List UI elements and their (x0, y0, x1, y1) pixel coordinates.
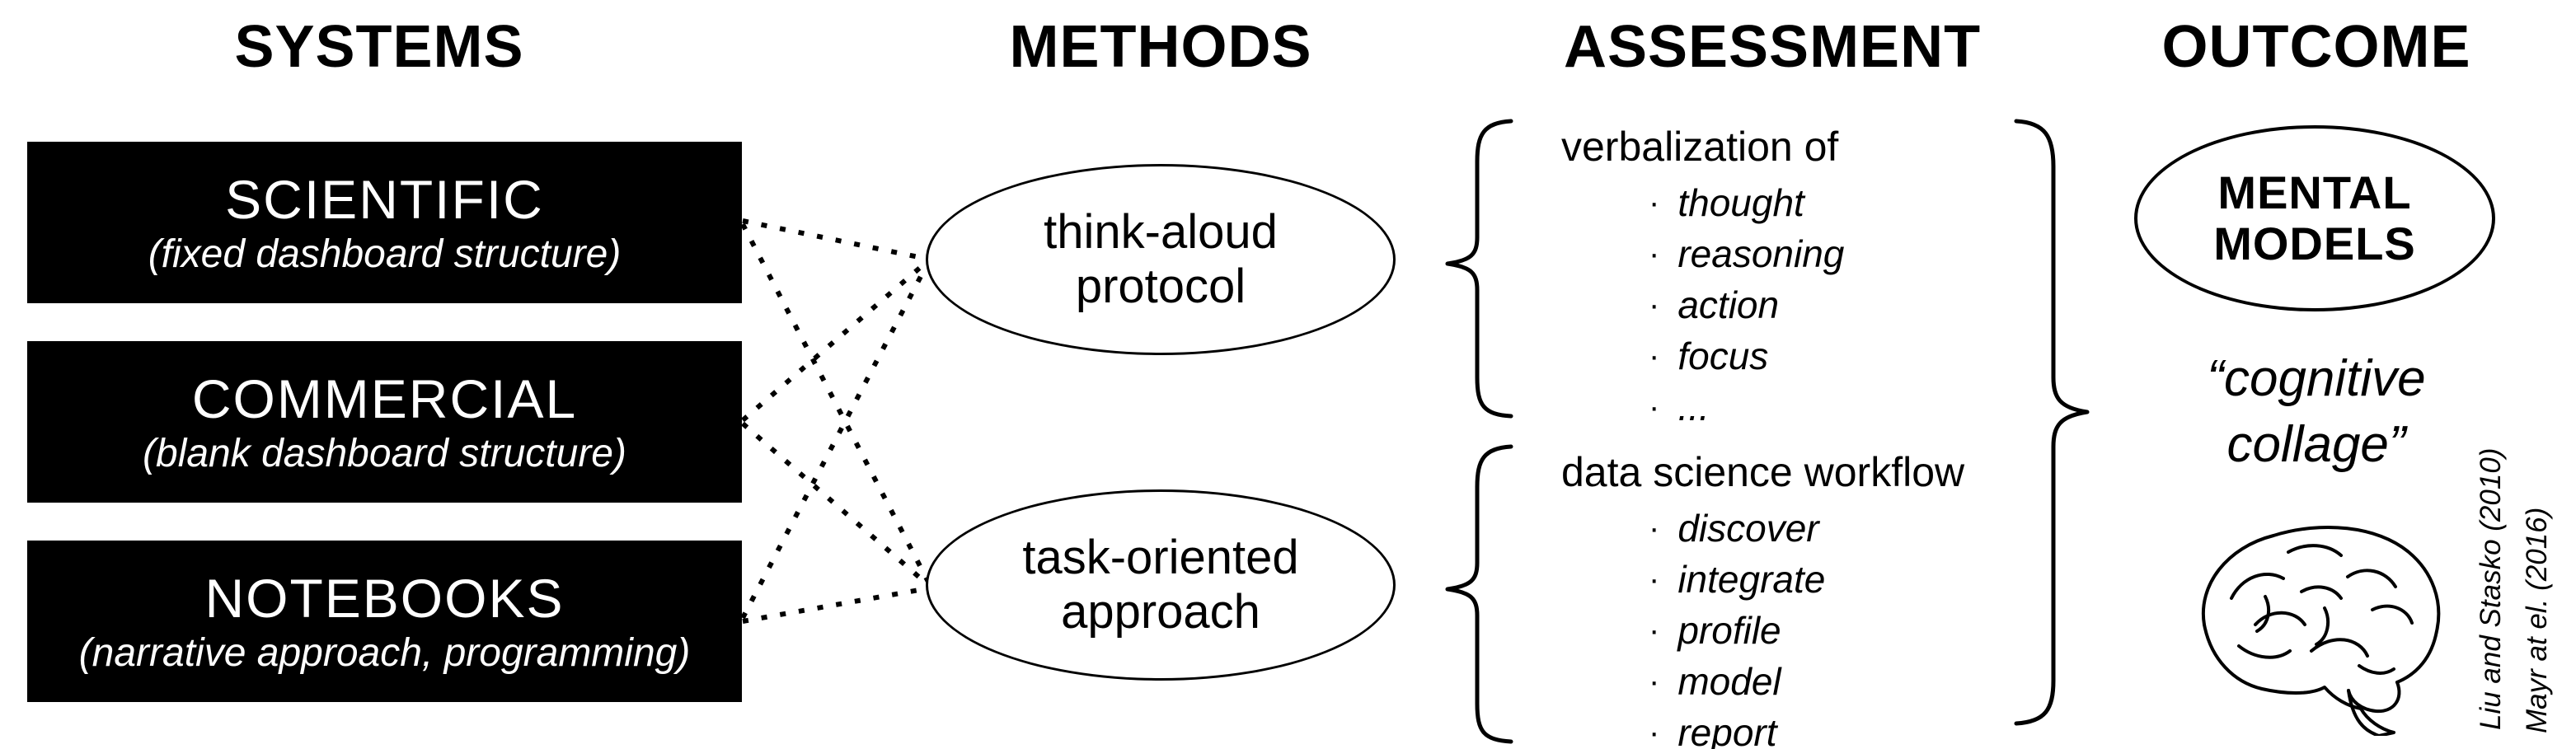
system-box-title: COMMERCIAL (191, 368, 578, 429)
bullet-dot: · (1649, 286, 1660, 323)
method-label: think-aloud (1044, 205, 1278, 259)
method-label: protocol (1075, 260, 1246, 313)
bullet-dot: · (1649, 611, 1660, 648)
citation-mayr: Mayr at el. (2016) (2521, 507, 2553, 733)
list-item: · report (1649, 707, 1825, 749)
citation-liu-stasko: Liu and Stasko (2010) (2475, 447, 2507, 730)
dotted-connector-commercial-taskoriented (741, 421, 930, 587)
list-item: · action (1649, 279, 1844, 330)
bullet-dot: · (1649, 235, 1660, 272)
system-box-subtitle: (blank dashboard structure) (143, 432, 626, 475)
list-item: · profile (1649, 605, 1825, 656)
brain-sketch-icon (2186, 501, 2450, 740)
bullet-dot: · (1649, 560, 1660, 597)
assessment-list-verbalization: · thought · reasoning · action · focus ·... (1649, 177, 1844, 433)
dotted-connector-scientific-taskoriented (740, 222, 931, 583)
assessment-group-title-verbalization: verbalization of (1561, 124, 1839, 170)
list-item: · discover (1649, 503, 1825, 554)
list-item: · model (1649, 656, 1825, 707)
dotted-connector-notebooks-taskoriented (742, 586, 929, 624)
list-item-label: action (1677, 283, 1780, 326)
system-box-notebooks: NOTEBOOKS (narrative approach, programmi… (27, 541, 742, 702)
method-label: approach (1061, 585, 1260, 639)
list-item-label: thought (1677, 181, 1804, 224)
outcome-label: MENTAL (2217, 166, 2412, 218)
list-item-label: report (1677, 711, 1777, 749)
cognitive-collage-quote: “cognitive collage” (2135, 346, 2498, 478)
method-ellipse-think-aloud: think-aloud protocol (926, 164, 1396, 355)
list-item-label: ... (1677, 386, 1710, 428)
dotted-connector-notebooks-thinkaloud (740, 264, 929, 620)
outcome-ellipse-mental-models: MENTAL MODELS (2134, 125, 2495, 311)
bullet-dot: · (1649, 714, 1660, 749)
outcome-label: MODELS (2213, 218, 2416, 269)
dotted-connector-scientific-thinkaloud (742, 218, 927, 261)
assessment-group-title-workflow: data science workflow (1561, 449, 1965, 495)
bullet-dot: · (1649, 388, 1660, 425)
list-item: · thought (1649, 177, 1844, 228)
system-box-title: SCIENTIFIC (225, 169, 544, 230)
list-item: · reasoning (1649, 228, 1844, 279)
left-brace-workflow (1445, 444, 1513, 744)
header-systems: SYSTEMS (234, 14, 524, 80)
header-assessment: ASSESSMENT (1563, 14, 1982, 80)
system-box-title: NOTEBOOKS (204, 568, 565, 629)
system-box-subtitle: (narrative approach, programming) (78, 631, 691, 675)
quote-line: “cognitive (2207, 350, 2426, 407)
method-ellipse-task-oriented: task-oriented approach (926, 489, 1396, 681)
method-label: task-oriented (1022, 531, 1299, 584)
list-item-label: model (1677, 660, 1781, 703)
header-outcome: OUTCOME (2161, 14, 2471, 80)
system-box-commercial: COMMERCIAL (blank dashboard structure) (27, 341, 742, 503)
left-brace-verbalization (1445, 119, 1513, 419)
list-item-label: discover (1677, 507, 1819, 550)
list-item-label: focus (1677, 335, 1769, 377)
bullet-dot: · (1649, 337, 1660, 374)
list-item-label: reasoning (1677, 232, 1845, 275)
bullet-dot: · (1649, 509, 1660, 546)
quote-line: collage” (2226, 416, 2406, 473)
list-item-label: profile (1677, 609, 1781, 652)
assessment-list-workflow: · discover · integrate · profile · model · re… (1649, 503, 1825, 749)
bullet-dot: · (1649, 184, 1660, 221)
right-brace-outcome (2014, 119, 2090, 726)
list-item: · focus (1649, 330, 1844, 382)
list-item: · integrate (1649, 554, 1825, 605)
list-item-label: integrate (1677, 558, 1826, 601)
system-box-scientific: SCIENTIFIC (fixed dashboard structure) (27, 142, 742, 303)
list-item: ·... (1649, 382, 1844, 433)
system-box-subtitle: (fixed dashboard structure) (148, 232, 622, 276)
dotted-connector-commercial-thinkaloud (741, 260, 928, 423)
header-methods: METHODS (1009, 14, 1312, 80)
bullet-dot: · (1649, 662, 1660, 700)
